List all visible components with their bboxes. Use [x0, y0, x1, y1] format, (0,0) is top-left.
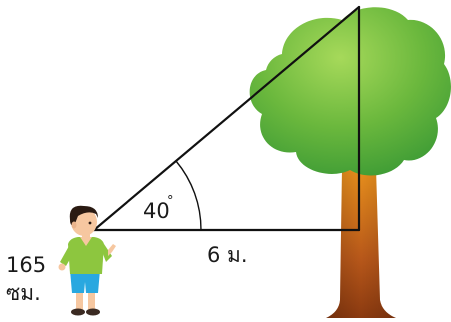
degree-symbol: ° [167, 194, 174, 209]
tree [249, 7, 451, 318]
distance-label: 6 ม. [207, 243, 248, 267]
right-triangle [92, 5, 361, 232]
hypotenuse-line [92, 5, 361, 232]
angle-arc [175, 160, 202, 231]
angle-label: 40 [143, 199, 170, 223]
height-value-label: 165 [6, 253, 46, 277]
boy-figure [58, 205, 116, 316]
tree-foliage [249, 7, 451, 176]
height-unit-label: ซม. [6, 281, 41, 305]
tree-trunk-shade [326, 168, 396, 318]
